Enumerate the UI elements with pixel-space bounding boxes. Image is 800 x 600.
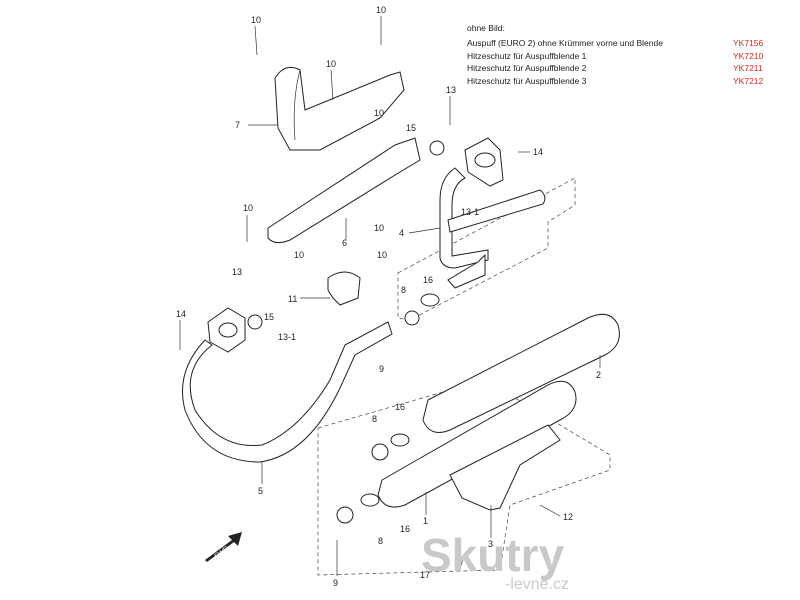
callout-label: 14: [176, 309, 186, 319]
callout-label: 8: [378, 536, 383, 546]
callout-label: 13: [446, 85, 456, 95]
callout-label: 16: [400, 524, 410, 534]
callout-label: 9: [379, 364, 384, 374]
callout-labels: 10 10 10 7 10 13 15 14 10 13-1 10 6 10 4…: [176, 5, 601, 588]
callout-label: 10: [374, 223, 384, 233]
legend-code: YK7211: [733, 63, 763, 74]
callout-label: 13-1: [278, 332, 296, 342]
legend-row: Hitzeschutz für Auspuffblende 1 YK7210: [467, 50, 767, 63]
callout-label: 17: [454, 558, 464, 568]
callout-label: 17: [420, 570, 430, 580]
leader-lines: [179, 16, 601, 576]
header-pipe-rear-outlet: [447, 253, 486, 289]
callout-label: 1: [423, 516, 428, 526]
header-pipe-rear: [439, 167, 489, 269]
callout-label: 10: [294, 250, 304, 260]
callout-label: 10: [326, 59, 336, 69]
callout-label: 10: [374, 108, 384, 118]
legend-row: Hitzeschutz für Auspuffblende 3 YK7212: [467, 75, 767, 88]
callout-label: 16: [395, 402, 405, 412]
gasket-16: [360, 493, 380, 507]
watermark-logo: Skutry -levne.cz: [421, 529, 569, 593]
callout-label: 4: [399, 228, 404, 238]
clamp-8: [371, 443, 389, 461]
callout-label: 3: [488, 539, 493, 549]
callout-label: 12: [563, 512, 573, 522]
callout-label: 9: [333, 578, 338, 588]
gasket-15: [247, 314, 263, 330]
callout-label: 10: [251, 15, 261, 25]
callout-label: 8: [401, 285, 406, 295]
callout-label: 15: [406, 123, 416, 133]
legend-text: Hitzeschutz für Auspuffblende 3: [467, 76, 587, 87]
callout-label: 11: [288, 294, 297, 304]
callout-label: 10: [243, 203, 253, 213]
legend-text: Hitzeschutz für Auspuffblende 2: [467, 63, 587, 74]
watermark-brand: Skutry: [421, 529, 565, 581]
forward-arrow-icon: FWD: [205, 532, 242, 562]
heat-shield-lower: [267, 137, 421, 244]
callout-label: 14: [533, 147, 543, 157]
heat-shield-upper: [274, 66, 405, 151]
legend-code: YK7156: [733, 37, 764, 48]
gasket-16: [420, 293, 440, 307]
watermark-domain: -levne.cz: [505, 576, 569, 593]
header-pipe-group-outline: [397, 177, 576, 321]
callout-label: 7: [235, 120, 240, 130]
callout-label: 16: [423, 275, 433, 285]
muffler-mount-plate: [449, 424, 561, 511]
callout-label: 10: [377, 250, 387, 260]
legend-code: YK7212: [733, 76, 764, 87]
flange-port: [474, 152, 496, 168]
flange-port: [218, 322, 238, 338]
legend-row: Hitzeschutz für Auspuffblende 2 YK7211: [467, 62, 767, 75]
parts-legend: ohne Bild: Auspuff (EURO 2) ohne Krümmer…: [467, 22, 767, 88]
clamp-8: [336, 506, 354, 524]
callout-label: 13-1: [461, 207, 479, 217]
legend-text: Auspuff (EURO 2) ohne Krümmer vorne und …: [467, 37, 663, 48]
callout-label: 8: [372, 414, 377, 424]
legend-text: Hitzeschutz für Auspuffblende 1: [467, 50, 587, 61]
callout-label: 6: [342, 238, 347, 248]
muffler-upper: [422, 313, 620, 433]
callout-label: 10: [376, 5, 386, 15]
gasket-15: [429, 140, 445, 156]
callout-label: 13: [232, 267, 242, 277]
fwd-label: FWD: [214, 545, 231, 560]
muffler-lower: [377, 380, 577, 508]
legend-title: ohne Bild:: [467, 23, 505, 33]
callout-label: 5: [258, 486, 263, 496]
gasket-16: [390, 433, 410, 447]
clamp-8: [404, 310, 420, 326]
callout-label: 15: [264, 312, 274, 322]
header-pipe-rear-crossbar: [447, 189, 546, 233]
callout-label: 2: [596, 370, 601, 380]
legend-row: Auspuff (EURO 2) ohne Krümmer vorne und …: [467, 37, 767, 50]
header-pipe-front: [182, 321, 393, 463]
legend-code: YK7210: [733, 50, 764, 61]
heat-shield-bracket: [327, 271, 361, 306]
